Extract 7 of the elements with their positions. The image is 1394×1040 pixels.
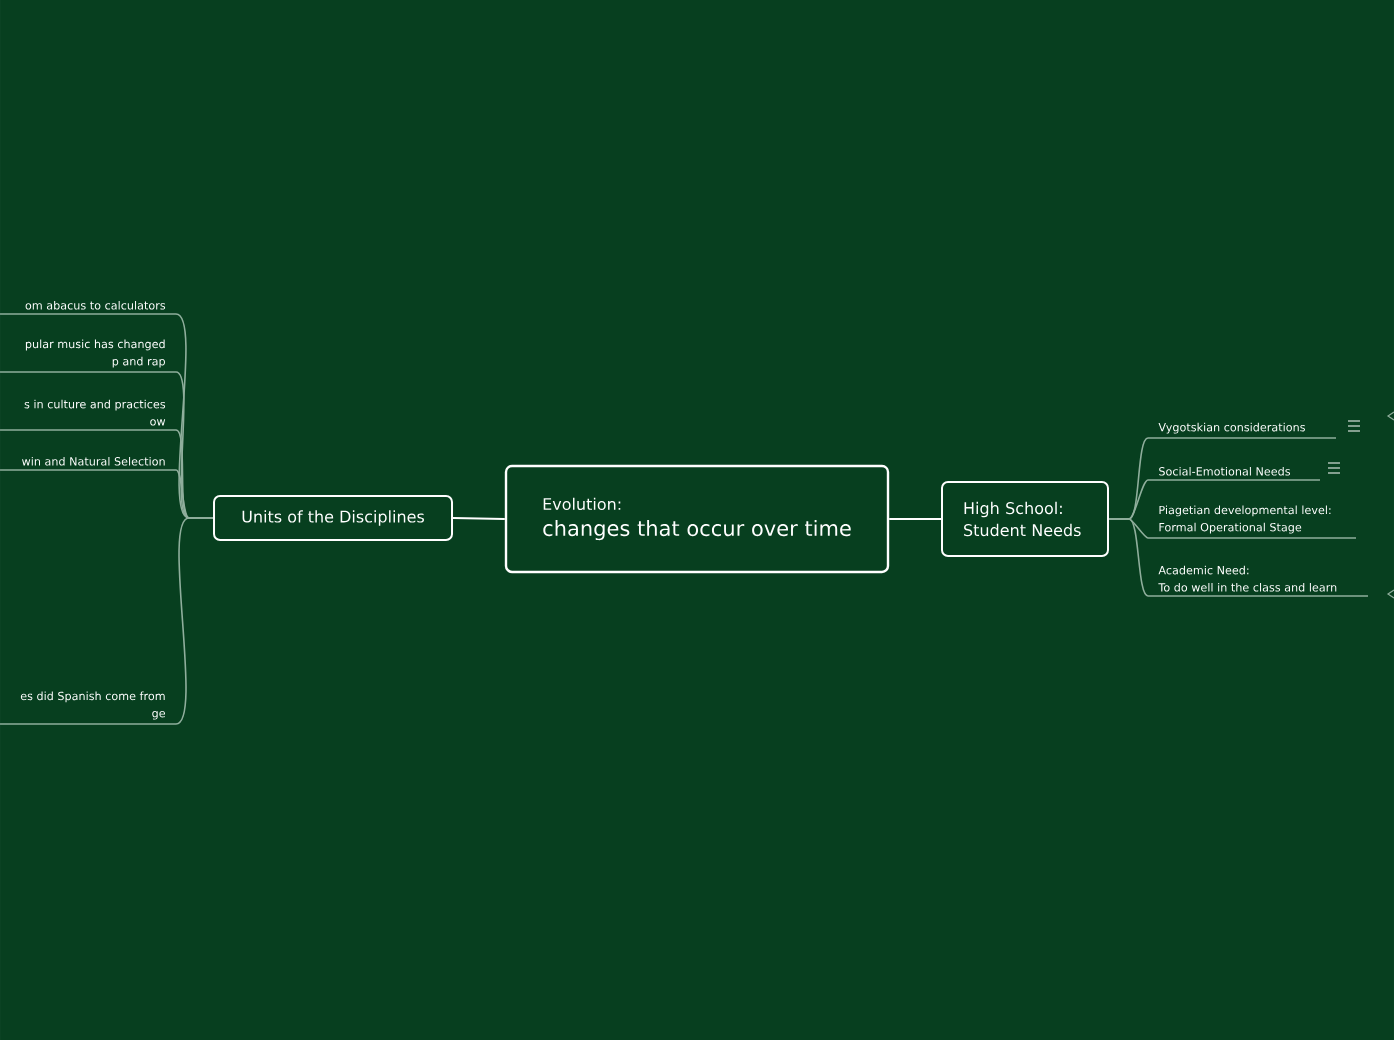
branch-line xyxy=(1108,518,1369,597)
connector-line xyxy=(888,518,942,520)
topic-box: Units of the Disciplines xyxy=(213,495,453,541)
connector-line xyxy=(452,517,506,520)
central-topic-box: Evolution: changes that occur over time xyxy=(504,464,890,574)
branch-line xyxy=(0,517,214,725)
topic-box: High School: Student Needs xyxy=(941,481,1109,557)
